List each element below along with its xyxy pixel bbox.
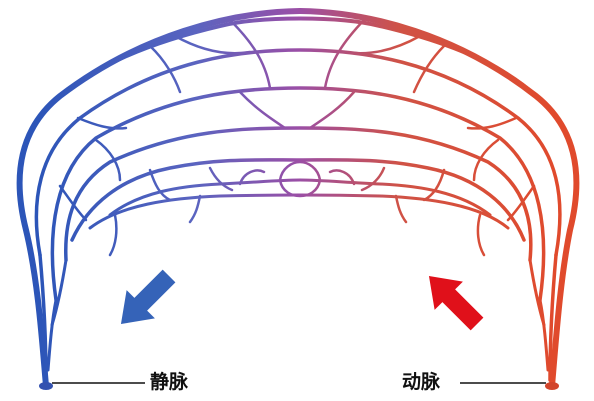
capillary bbox=[94, 138, 122, 182]
vein-trunk bbox=[16, 8, 303, 389]
artery-branch bbox=[538, 298, 550, 372]
artery-branch bbox=[528, 258, 546, 327]
capillary bbox=[148, 44, 182, 94]
artery-branch bbox=[548, 253, 558, 382]
capillary bbox=[308, 90, 356, 130]
outer-arch bbox=[58, 16, 538, 98]
artery-label: 动脉 bbox=[402, 371, 441, 393]
arch-layer-5 bbox=[108, 178, 492, 217]
vein-branch bbox=[46, 298, 58, 372]
vein-label: 静脉 bbox=[150, 371, 189, 393]
capillary bbox=[188, 194, 202, 224]
capillary bbox=[323, 18, 366, 90]
capillary bbox=[148, 168, 172, 202]
capillary bbox=[466, 116, 518, 130]
vein-branch bbox=[38, 253, 48, 382]
inner-arch bbox=[88, 193, 510, 230]
artery-trunk-end bbox=[545, 382, 559, 390]
vein-trunk-end bbox=[39, 382, 53, 390]
arch-layer-4 bbox=[70, 158, 526, 242]
capillary bbox=[360, 166, 386, 192]
arch-layer-3 bbox=[64, 126, 533, 262]
capillary bbox=[472, 138, 500, 182]
vein-branch bbox=[50, 258, 68, 327]
capillary bbox=[76, 116, 128, 130]
capillary bbox=[343, 34, 422, 55]
capillary bbox=[108, 213, 118, 257]
capillary bbox=[173, 34, 252, 55]
capillary bbox=[422, 168, 446, 202]
capillary bbox=[208, 166, 234, 192]
vein-flow-arrow bbox=[120, 269, 176, 325]
capillary bbox=[506, 184, 536, 222]
capillary-loop bbox=[278, 160, 322, 198]
capillary bbox=[228, 18, 272, 90]
capillary-loop bbox=[238, 169, 266, 186]
artery-trunk bbox=[297, 8, 580, 389]
capillary bbox=[238, 90, 287, 130]
capillary bbox=[394, 194, 408, 224]
arch-layer-1 bbox=[34, 48, 562, 257]
capillary bbox=[412, 44, 446, 94]
capillary bbox=[476, 213, 486, 257]
arch-layer-2 bbox=[50, 86, 546, 302]
artery-flow-arrow bbox=[428, 275, 484, 331]
capillary-loop bbox=[328, 169, 356, 186]
capillary bbox=[58, 184, 88, 222]
